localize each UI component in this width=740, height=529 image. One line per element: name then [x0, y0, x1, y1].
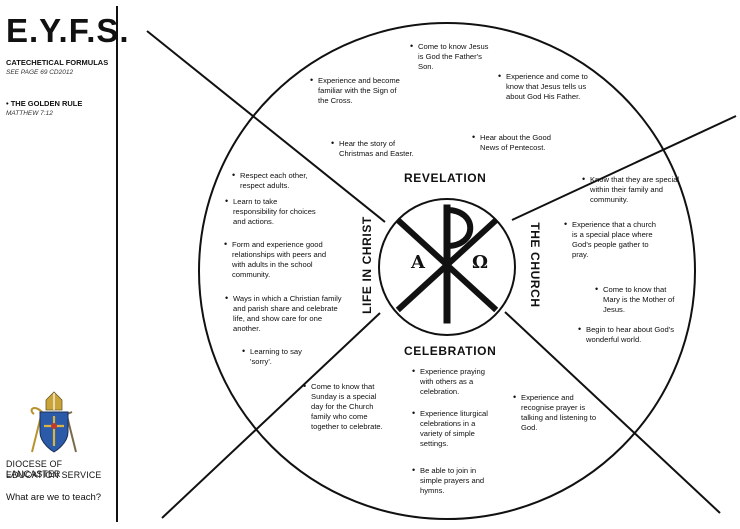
- label-celebration: CELEBRATION: [404, 344, 497, 358]
- list-item: •Know that they are special within their…: [582, 174, 680, 205]
- bullet-icon: •: [578, 324, 582, 334]
- page-title: E.Y.F.S.: [6, 12, 130, 49]
- list-item: •Experience and become familiar with the…: [310, 75, 400, 106]
- list-item: •Ways in which a Christian family and pa…: [225, 293, 342, 334]
- list-item: •Learn to take responsibility for choice…: [225, 196, 316, 227]
- list-item: •Hear the story of Christmas and Easter.: [331, 138, 414, 159]
- bullet-icon: •: [232, 170, 236, 180]
- divider-line-bottom-left: [161, 312, 381, 519]
- bullet-icon: •: [472, 132, 476, 142]
- chi-rho-icon: [395, 204, 499, 324]
- diocese-crest-icon: [30, 391, 77, 453]
- outer-circle: [198, 22, 696, 520]
- bullet-icon: •: [412, 465, 416, 475]
- list-item: •Hear about the Good News of Pentecost.: [472, 132, 551, 153]
- bullet-icon: •: [595, 284, 599, 294]
- diocese-name: DIOCESE OF LANCASTER: [6, 459, 63, 479]
- bullet-icon: •: [225, 293, 229, 303]
- divider-line-bottom-right: [504, 311, 721, 514]
- bullet-icon: •: [498, 71, 502, 81]
- education-service-name: EDUCATION SERVICE: [6, 470, 102, 480]
- list-item: •Come to know Jesus is God the Father's …: [410, 41, 489, 72]
- list-item: •Come to know that Sunday is a special d…: [303, 381, 383, 432]
- golden-rule-heading: • THE GOLDEN RULE: [6, 99, 82, 108]
- list-item: •Be able to join in simple prayers and h…: [412, 465, 485, 496]
- divider-line-top-left: [146, 30, 386, 223]
- omega-symbol: Ω: [472, 252, 488, 273]
- golden-rule-reference: MATTHEW 7:12: [6, 110, 53, 117]
- divider-line-top-right: [511, 115, 737, 221]
- bullet-icon: •: [513, 392, 517, 402]
- bullet-icon: •: [242, 346, 246, 356]
- list-item: •Experience praying with others as a cel…: [412, 366, 486, 397]
- list-item: •Form and experience good relationships …: [224, 239, 327, 280]
- list-item: •Experience liturgical celebrations in a…: [412, 408, 488, 449]
- list-item: •Begin to hear about God's wonderful wor…: [578, 324, 674, 345]
- catechetical-reference: SEE PAGE 69 CD2012: [6, 69, 74, 76]
- list-item: •Learning to say 'sorry'.: [242, 346, 302, 367]
- list-item: •Experience and recognise prayer is talk…: [513, 392, 597, 433]
- bullet-icon: •: [303, 381, 307, 391]
- bullet-icon: •: [412, 366, 416, 376]
- bullet-icon: •: [6, 99, 11, 108]
- bullet-icon: •: [224, 239, 228, 249]
- sidebar: E.Y.F.S. CATECHETICAL FORMULAS SEE PAGE …: [0, 0, 129, 529]
- label-revelation: REVELATION: [404, 171, 487, 185]
- label-life-in-christ: LIFE IN CHRIST: [360, 216, 374, 314]
- golden-rule-label: THE GOLDEN RULE: [10, 99, 83, 108]
- question-text: What are we to teach?: [6, 492, 102, 503]
- sidebar-divider: [116, 6, 118, 522]
- catechetical-heading: CATECHETICAL FORMULAS: [6, 58, 109, 67]
- bullet-icon: •: [564, 219, 568, 229]
- bullet-icon: •: [582, 174, 586, 184]
- bullet-icon: •: [410, 41, 414, 51]
- bullet-icon: •: [225, 196, 229, 206]
- list-item: •Respect each other, respect adults.: [232, 170, 308, 191]
- bullet-icon: •: [310, 75, 314, 85]
- bullet-icon: •: [412, 408, 416, 418]
- list-item: •Experience and come to know that Jesus …: [498, 71, 588, 102]
- label-the-church: THE CHURCH: [528, 222, 542, 308]
- list-item: •Come to know that Mary is the Mother of…: [595, 284, 675, 315]
- list-item: •Experience that a church is a special p…: [564, 219, 657, 260]
- bullet-icon: •: [331, 138, 335, 148]
- alpha-symbol: A: [410, 252, 426, 273]
